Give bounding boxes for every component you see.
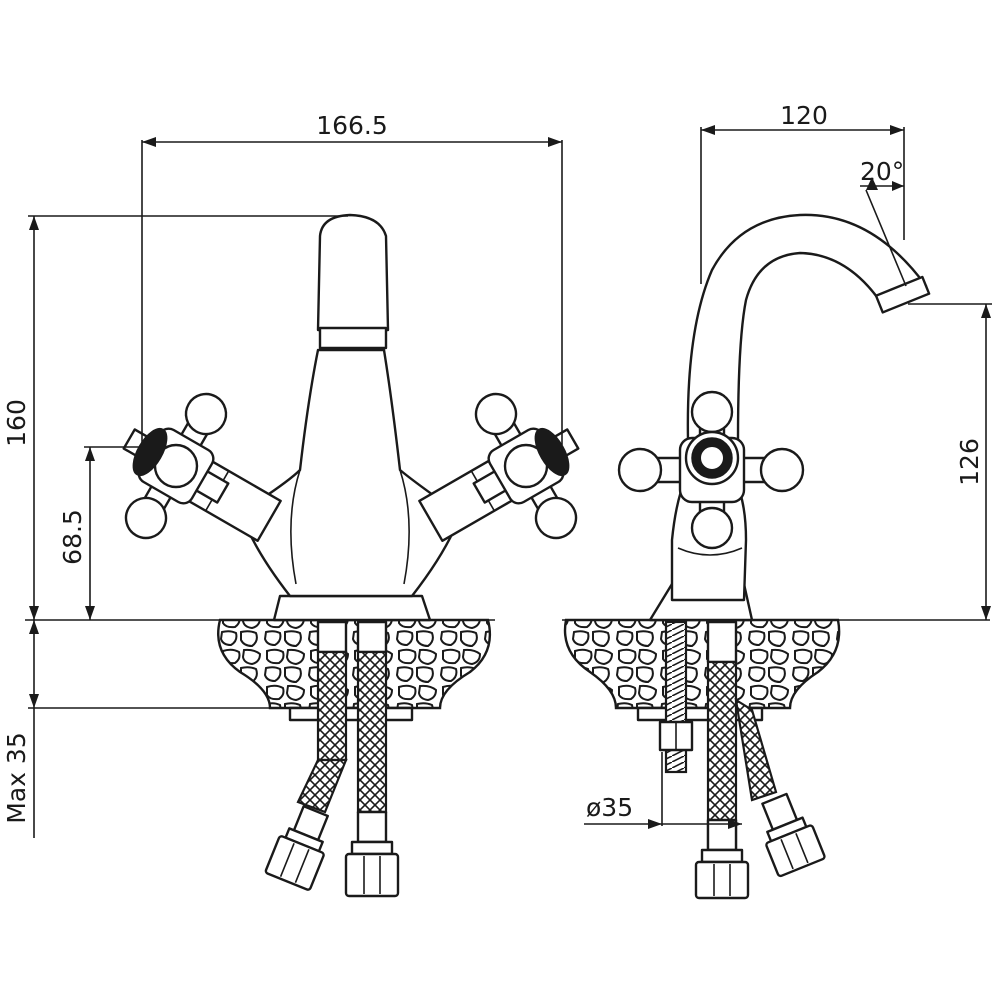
side-view: 120 20° 126 ø35 [562,101,992,900]
label-height-total: 160 [2,399,31,447]
dimension-width-front [141,137,563,445]
countertop-stone-front [217,618,492,710]
dimension-max-deck [28,620,290,838]
label-handle-height: 68.5 [58,509,87,565]
supply-hoses-side [694,620,826,900]
dimension-handle-height [84,446,142,620]
dimension-width-side [700,125,905,284]
countertop-stone-side [563,618,841,710]
faucet-body-front [246,348,456,598]
aerator-front [318,326,388,350]
side-cross-handle [617,390,805,550]
mounting-plate-front [288,706,414,722]
front-view: 166.5 160 68.5 Max 35 [2,111,580,898]
label-max-deck: Max 35 [2,732,31,823]
dimension-mount-diameter [584,752,742,829]
label-spout-height: 126 [955,438,984,486]
supply-hoses-front [264,620,400,898]
right-cross-handle [472,392,580,540]
faucet-spout-front [316,213,390,332]
dimension-height-total [28,215,348,620]
dimension-spout-height [908,303,992,620]
label-width-front: 166.5 [316,111,388,140]
left-cross-handle [122,392,230,540]
threaded-rod [658,620,694,774]
label-spout-angle: 20° [860,157,904,186]
label-mount-diameter: ø35 [586,793,633,822]
dimension-spout-angle [860,177,907,287]
aerator-side [874,275,931,314]
label-width-side: 120 [780,101,828,130]
faucet-base-front [272,594,432,622]
